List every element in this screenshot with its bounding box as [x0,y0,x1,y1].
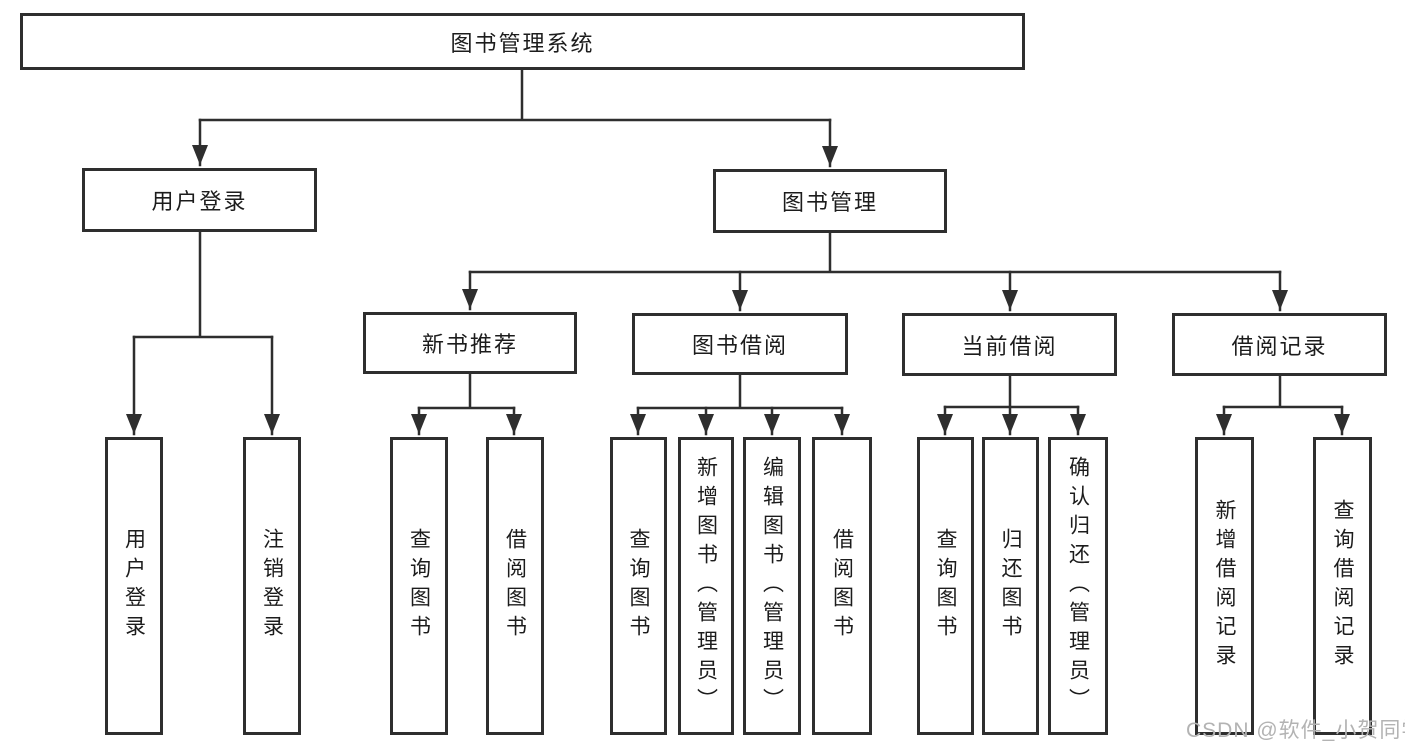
connector-user-login-trunk [132,230,274,339]
node-book-borrowing: 图书借阅 [632,313,848,375]
node-label: 图书管理 [781,190,878,215]
connector-book-borrow-trunk [636,373,844,410]
node-label: 当前借阅 [961,333,1058,359]
leaf-br-query-record: 查询借阅记录 [1313,437,1372,735]
node-label: 借阅图书 [830,528,854,644]
node-label: 图书借阅 [691,333,788,358]
node-label: 查询图书 [627,528,650,644]
connector-root-trunk [198,68,832,122]
leaf-bb-add-books-admin: 新增图书（管理员） [678,437,734,735]
csdn-watermark: CSDN @软件_小贺同学 [1186,719,1405,742]
node-user-login: 用户登录 [82,168,317,232]
node-label: 用户登录 [122,528,146,644]
node-label: 查询图书 [407,528,431,644]
node-label: 查询借阅记录 [1331,499,1354,673]
node-label: 编辑图书（管理员） [760,455,784,717]
node-label: 图书管理系统 [450,30,595,56]
leaf-nbr-query-books: 查询图书 [390,437,448,735]
leaf-logout: 注销登录 [243,437,301,735]
node-label: 新书推荐 [421,332,518,357]
connector-new-book-rec-trunk [417,372,516,410]
node-label: 查询图书 [934,528,957,644]
node-borrowing-records: 借阅记录 [1172,313,1387,376]
leaf-bb-edit-books-admin: 编辑图书（管理员） [743,437,801,735]
node-label: 归还图书 [999,528,1022,644]
leaf-br-add-record: 新增借阅记录 [1195,437,1254,735]
node-root-system: 图书管理系统 [20,13,1025,70]
node-label: 用户登录 [151,189,248,214]
node-book-management: 图书管理 [713,169,947,233]
connector-current-borrow-trunk [943,374,1080,409]
leaf-nbr-borrow-books: 借阅图书 [486,437,544,735]
node-label: 确认归还（管理员） [1066,455,1090,717]
leaf-cb-return-books: 归还图书 [982,437,1039,735]
leaf-bb-borrow-books: 借阅图书 [812,437,872,735]
node-label: 借阅记录 [1231,333,1328,359]
leaf-user-login: 用户登录 [105,437,163,735]
leaf-cb-query-books: 查询图书 [917,437,974,735]
node-current-borrowing: 当前借阅 [902,313,1117,376]
node-new-book-recommend: 新书推荐 [363,312,577,374]
leaf-bb-query-books: 查询图书 [610,437,667,735]
node-label: 新增借阅记录 [1213,499,1236,673]
connector-borrow-records-trunk [1222,374,1344,409]
leaf-cb-confirm-return-admin: 确认归还（管理员） [1048,437,1108,735]
node-label: 新增图书（管理员） [694,455,718,717]
node-label: 注销登录 [260,528,284,644]
node-label: 借阅图书 [503,528,527,644]
connector-book-mgmt-trunk [468,231,1282,274]
